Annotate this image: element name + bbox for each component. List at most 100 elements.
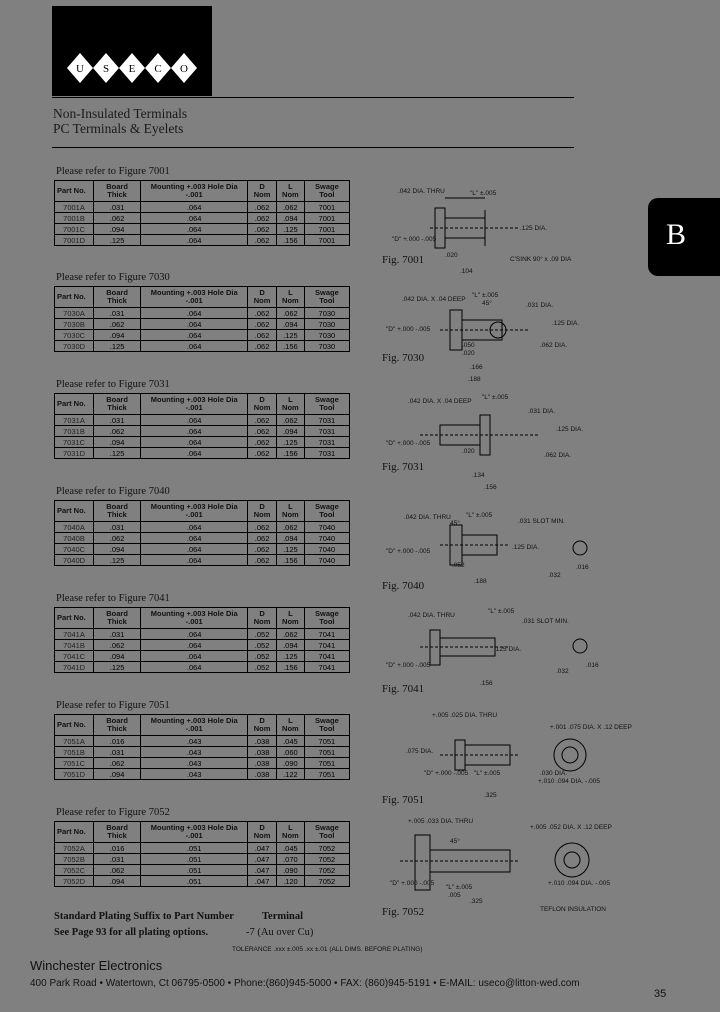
table-cell: .062 [92, 757, 142, 769]
table-cell: .016 [92, 842, 142, 854]
table-cell: .125 [92, 447, 142, 459]
table-cell: 7052 [303, 875, 351, 887]
table-cell: 7052 [303, 853, 351, 865]
table-cell: .062 [247, 340, 277, 352]
table-cell: .062 [247, 554, 277, 566]
figure-drawings [400, 197, 590, 891]
table-cell: .051 [140, 875, 249, 887]
table-cell: .064 [140, 340, 249, 352]
section-tab[interactable]: B [648, 198, 720, 276]
figure-7041-drawing [420, 629, 588, 666]
dim-label: .042 DIA. X .04 DEEP [408, 398, 472, 405]
table-cell: .047 [247, 853, 277, 865]
table-cell: .062 [247, 201, 277, 213]
header-rule [52, 97, 574, 98]
figure-7051-drawing [440, 738, 587, 772]
table-cell: .038 [247, 757, 277, 769]
table-cell: .094 [92, 543, 142, 555]
figure-ref-3: Please refer to Figure 7040 [56, 486, 170, 497]
dim-label: .125 DIA. [494, 646, 522, 653]
table-cell: 7031A [54, 414, 94, 426]
title-line-1: Non-Insulated Terminals [53, 106, 188, 121]
table-cell: .064 [140, 201, 249, 213]
table-cell: .064 [140, 318, 249, 330]
dim-label: .104 [460, 268, 473, 275]
col-header-l: L Nom [275, 393, 305, 415]
table-cell: 7040 [303, 532, 351, 544]
dim-label: .030 DIA. [540, 770, 568, 777]
dim-label: "D" +.000 -.005 [386, 440, 431, 447]
dim-label: .062 DIA. [540, 342, 568, 349]
dim-label: .156 [480, 680, 493, 687]
plating-line-1-right: Terminal [262, 911, 304, 922]
plating-line-2: See Page 93 for all plating options. [54, 927, 209, 938]
table-cell: 7030D [54, 340, 94, 352]
dim-label: "D" +.000 -.005 [386, 326, 431, 333]
table-cell: .125 [275, 543, 305, 555]
dim-label: .075 DIA. [406, 748, 434, 755]
dim-label: +.005 .025 DIA. THRU [432, 712, 498, 719]
table-cell: .062 [275, 414, 305, 426]
figure-7052-drawing [400, 834, 590, 891]
table-cell: .062 [275, 521, 305, 533]
dim-label: "D" +.000 -.005 [386, 662, 431, 669]
table-cell: .062 [92, 318, 142, 330]
table-cell: .090 [275, 757, 305, 769]
table-cell: 7040C [54, 543, 94, 555]
col-header-part_no: Part No. [54, 500, 94, 522]
table-cell: 7030B [54, 318, 94, 330]
table-cell: 7052B [54, 853, 94, 865]
plating-line-1: Standard Plating Suffix to Part Number [54, 911, 234, 922]
table-cell: .043 [140, 735, 249, 747]
table-cell: 7031C [54, 436, 94, 448]
col-header-d: D Nom [247, 286, 277, 308]
dim-label: .156 [484, 484, 497, 491]
table-cell: .094 [275, 425, 305, 437]
table-cell: .051 [140, 853, 249, 865]
dim-label: "L" ±.005 [488, 608, 515, 615]
dim-label: TEFLON INSULATION [540, 906, 606, 913]
table-cell: .060 [275, 746, 305, 758]
table-cell: .062 [92, 212, 142, 224]
table-cell: .094 [92, 329, 142, 341]
dim-label: .016 [576, 564, 589, 571]
logo-letter: U [76, 63, 84, 75]
table-cell: .064 [140, 212, 249, 224]
logo-letter: O [180, 63, 188, 75]
dim-label: "L" ±.005 [466, 512, 493, 519]
dim-label: C'SINK 90° x .09 DIA [510, 256, 572, 263]
col-header-d: D Nom [247, 821, 277, 843]
col-header-swage: Swage Tool [303, 180, 351, 202]
col-header-board: Board Thick [92, 821, 142, 843]
table-cell: 7030 [303, 318, 351, 330]
table-cell: .062 [247, 318, 277, 330]
table-cell: .070 [275, 853, 305, 865]
table-cell: .094 [92, 768, 142, 780]
col-header-l: L Nom [275, 607, 305, 629]
dim-label: .325 [470, 898, 483, 905]
dim-label: .042 DIA. X .04 DEEP [402, 296, 466, 303]
title-line-2: PC Terminals & Eyelets [53, 121, 184, 136]
dim-label: .042 DIA. THRU [408, 612, 455, 619]
figure-ref-2: Please refer to Figure 7031 [56, 379, 170, 390]
dim-label: .020 [462, 448, 475, 455]
dim-label: .031 DIA. [526, 302, 554, 309]
col-header-mount: Mounting +.003 Hole Dia -.001 [140, 286, 249, 308]
table-cell: .120 [275, 875, 305, 887]
table-cell: .052 [247, 628, 277, 640]
table-cell: .016 [92, 735, 142, 747]
logo-diamond [93, 53, 119, 83]
col-header-mount: Mounting +.003 Hole Dia -.001 [140, 180, 249, 202]
dim-label: .188 [474, 578, 487, 585]
table-cell: .064 [140, 436, 249, 448]
table-cell: 7051 [303, 746, 351, 758]
dim-label: "L" ±.005 [470, 190, 497, 197]
